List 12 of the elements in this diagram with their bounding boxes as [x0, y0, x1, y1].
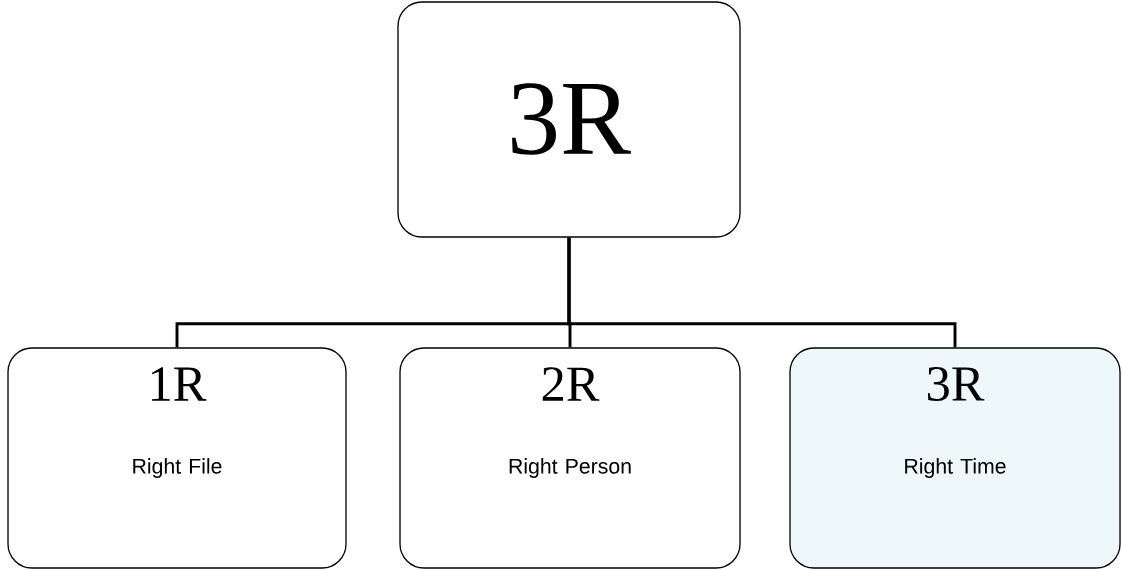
box-heading: 1R [152, 367, 207, 401]
connector-line [567, 237, 957, 348]
box-heading: 3R [512, 83, 631, 155]
box-heading: 2R [542, 367, 600, 401]
process-box [397, 1, 741, 238]
box-text: Right Time [905, 458, 1006, 478]
process-box [7, 347, 347, 569]
box-text: Right File [133, 458, 222, 478]
process-box [789, 347, 1121, 569]
box-heading: 3R [927, 367, 985, 401]
process-box [399, 347, 741, 569]
box-text: Right Person [509, 458, 631, 478]
